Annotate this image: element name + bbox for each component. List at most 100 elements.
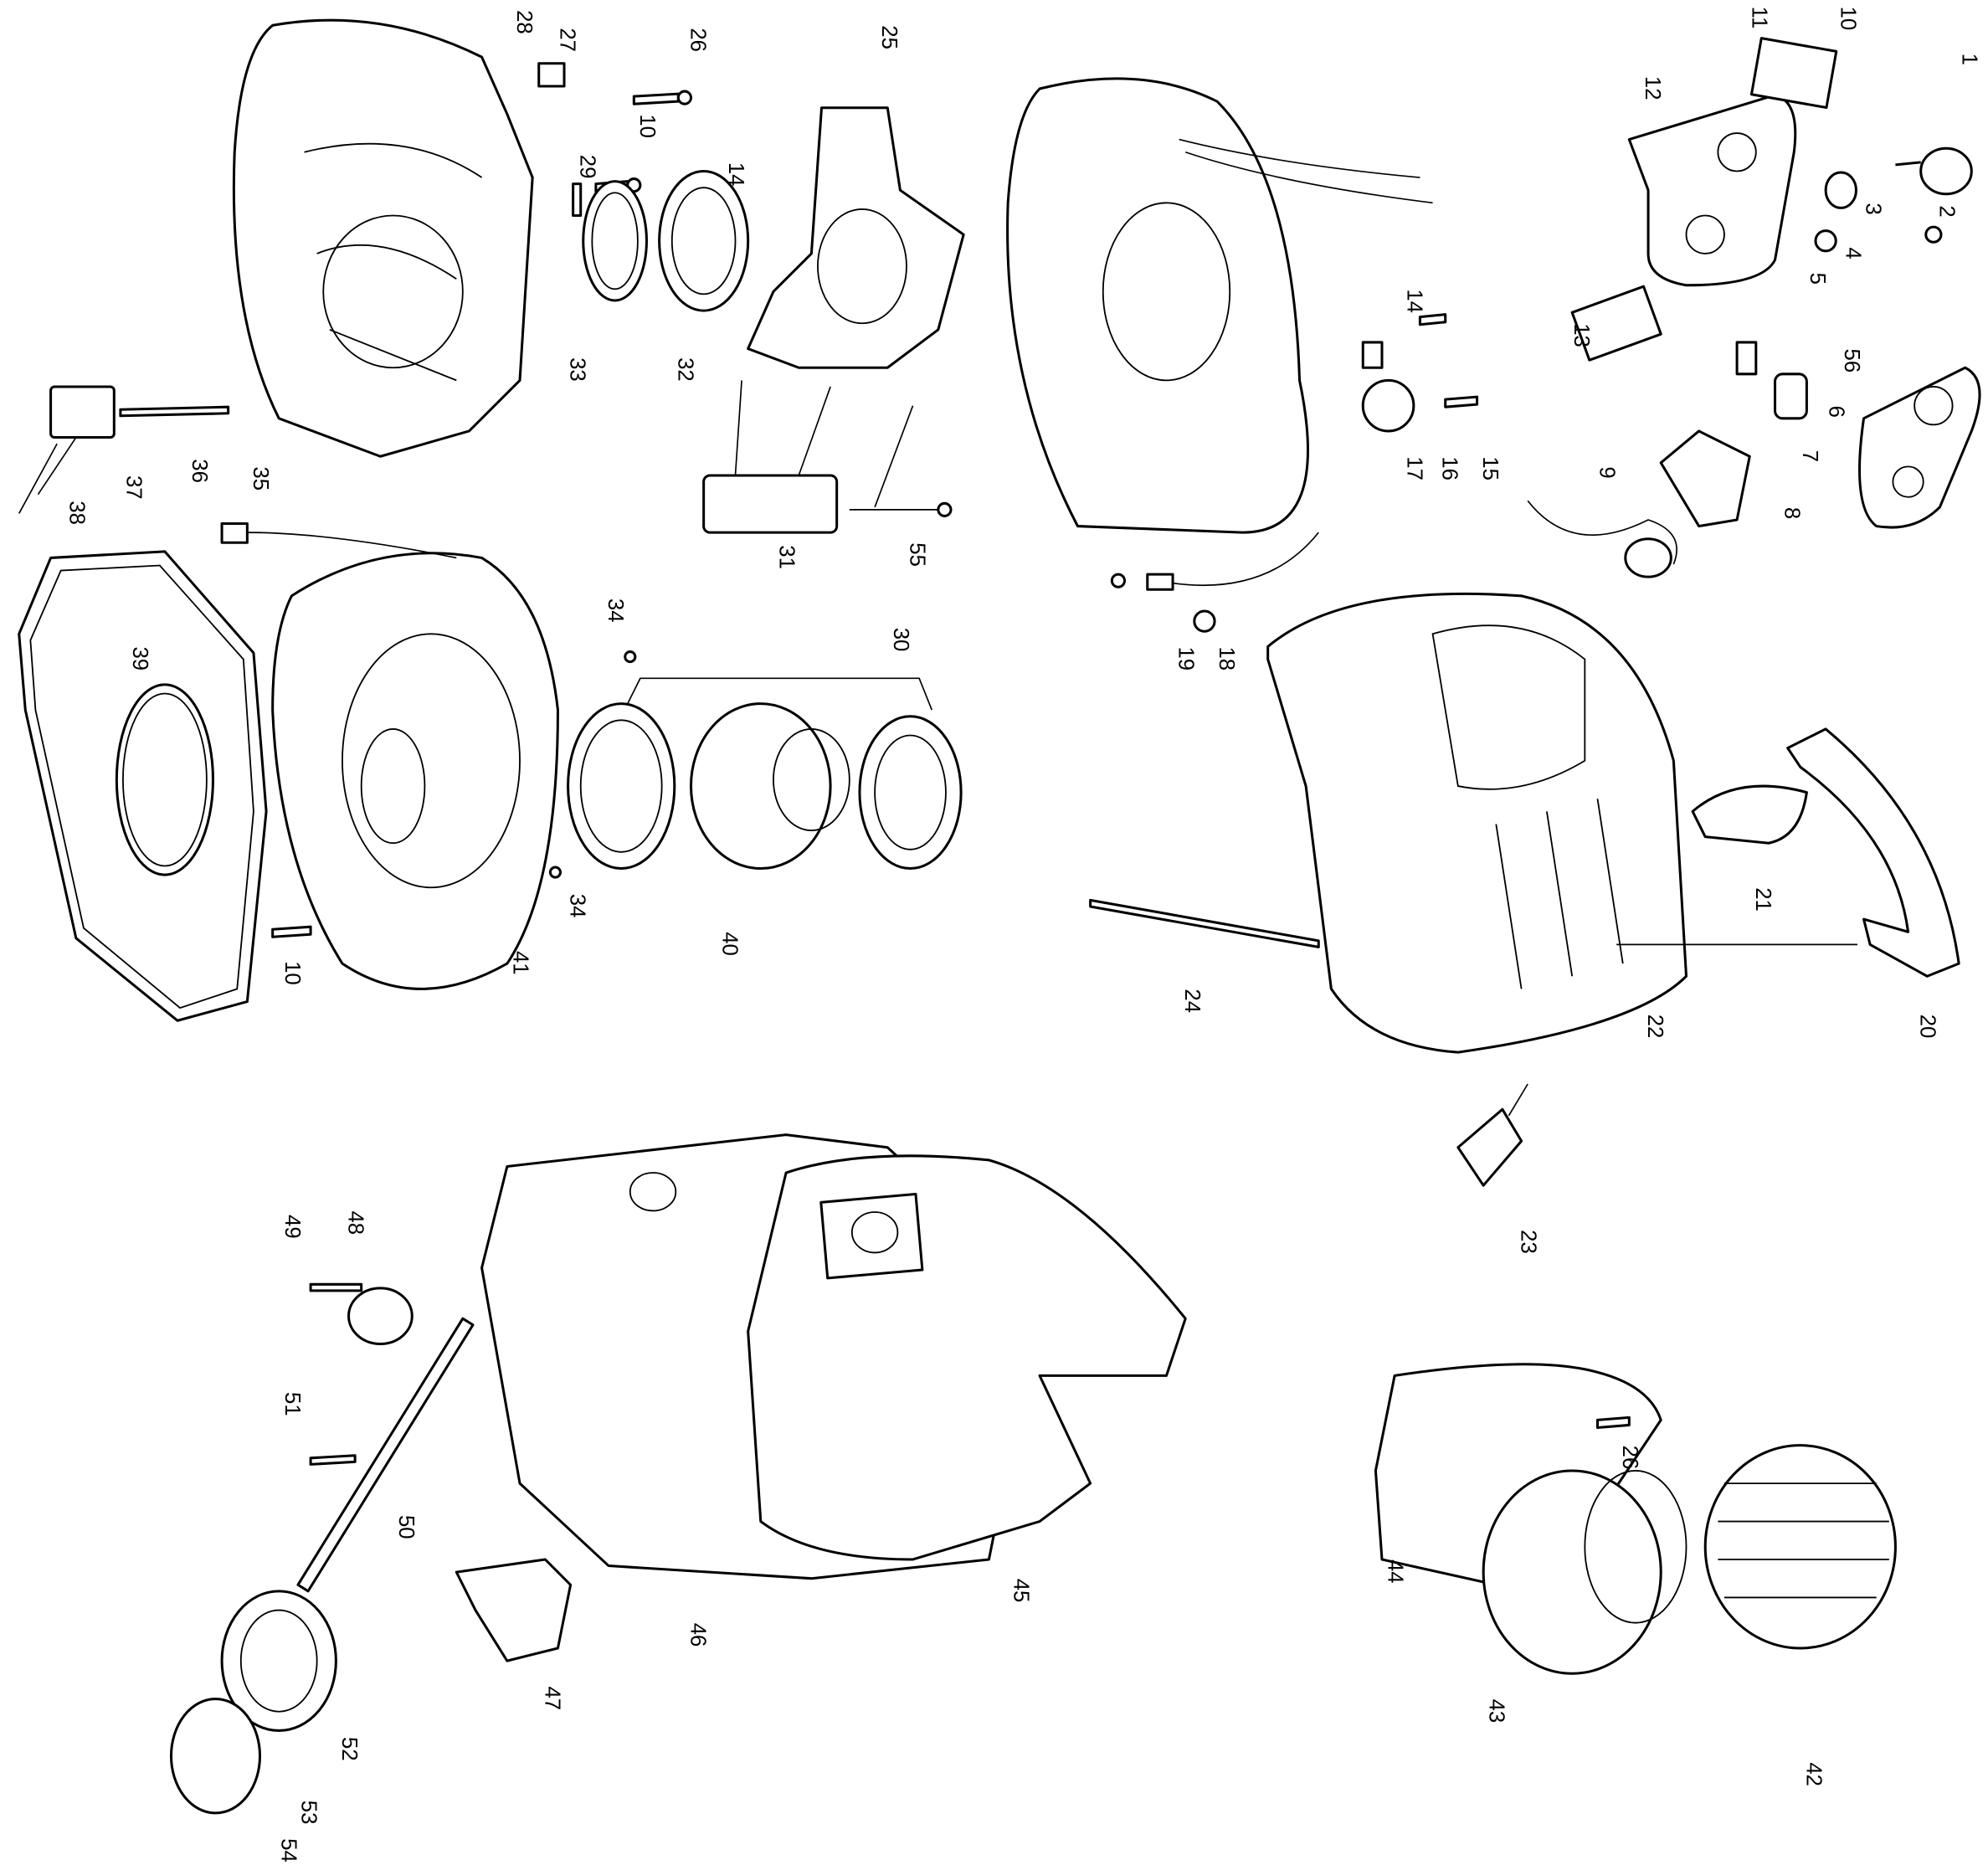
label-11: 11 (1747, 7, 1770, 29)
label-14-b: 14 (724, 162, 747, 187)
label-4: 4 (1841, 247, 1864, 259)
label-9: 9 (1595, 466, 1619, 478)
label-25: 25 (877, 25, 901, 49)
label-33: 33 (566, 357, 589, 382)
tag-29 (572, 182, 583, 217)
label-34-b: 34 (566, 894, 589, 918)
label-49: 49 (280, 1215, 304, 1239)
latch-21 (1691, 784, 1808, 845)
switch-box-37 (18, 385, 116, 514)
bracket-8 (1659, 429, 1751, 528)
label-5: 5 (1806, 273, 1829, 285)
label-17: 17 (1402, 456, 1426, 480)
screw-14-15 (1418, 313, 1479, 408)
washer-4-2 (1814, 225, 1943, 253)
filter-42 (1703, 1444, 1897, 1650)
label-55: 55 (906, 542, 929, 567)
cover-11 (1749, 37, 1838, 110)
part-labels: 1 2 3 4 5 6 7 8 9 10 11 12 13 14 15 16 1… (64, 7, 1980, 1862)
label-10-c: 10 (280, 961, 304, 985)
label-37: 37 (121, 475, 145, 500)
label-40: 40 (717, 932, 741, 956)
label-14-a: 14 (1402, 289, 1426, 313)
label-13: 13 (1569, 323, 1593, 347)
label-26-a: 26 (686, 28, 709, 52)
label-44: 44 (1384, 1559, 1407, 1584)
leader-30 (627, 677, 933, 711)
label-12: 12 (1641, 76, 1664, 100)
screw-26-top (632, 90, 693, 105)
label-30: 30 (889, 628, 912, 652)
label-39: 39 (128, 646, 152, 670)
label-56: 56 (1840, 349, 1863, 373)
label-32: 32 (673, 357, 696, 382)
label-15: 15 (1478, 456, 1502, 480)
label-48: 48 (344, 1210, 367, 1235)
label-34-a: 34 (604, 599, 627, 623)
label-19: 19 (1174, 646, 1198, 670)
label-46: 46 (686, 1623, 709, 1647)
label-24: 24 (1180, 989, 1204, 1013)
label-21: 21 (1751, 887, 1775, 912)
fan-cover-25 (747, 106, 965, 369)
screw-36 (119, 405, 230, 418)
label-54: 54 (276, 1838, 300, 1862)
clip-47 (455, 1558, 573, 1662)
handle-20 (1786, 727, 1960, 978)
filter-cage-44 (1374, 1363, 1662, 1586)
label-26-b: 26 (1618, 1446, 1641, 1470)
label-3: 3 (1862, 203, 1885, 214)
filter-holder-43 (1482, 1469, 1687, 1675)
ring-30-left (567, 702, 676, 871)
label-35: 35 (249, 466, 272, 491)
label-27: 27 (555, 28, 578, 52)
plug-23 (1456, 1083, 1528, 1187)
label-10-a: 10 (1836, 7, 1859, 31)
label-53: 53 (296, 1801, 320, 1825)
label-8: 8 (1780, 507, 1804, 519)
rod-24 (1089, 898, 1320, 948)
seal-39 (115, 683, 214, 876)
wheel-52 (220, 1590, 337, 1732)
label-45: 45 (1009, 1579, 1033, 1603)
label-50: 50 (394, 1515, 418, 1539)
connector-35 (220, 522, 457, 559)
cover-22 (1266, 592, 1688, 1054)
switch-13 (1570, 285, 1662, 362)
knob-1 (1895, 146, 1973, 196)
label-7: 7 (1798, 450, 1821, 462)
label-1: 1 (1958, 54, 1981, 65)
label-42: 42 (1801, 1762, 1825, 1786)
bag-45 (747, 1154, 1187, 1561)
label-38: 38 (64, 501, 88, 525)
label-20: 20 (1916, 1015, 1939, 1039)
clamp-17-16 (1361, 341, 1415, 433)
label-36: 36 (187, 459, 211, 483)
caster-48 (309, 1282, 414, 1346)
cap-54 (169, 1698, 262, 1815)
label-16: 16 (1438, 456, 1461, 480)
label-31: 31 (775, 545, 799, 569)
label-51: 51 (280, 1392, 304, 1416)
ring-30-right (858, 715, 963, 871)
fan-housing-41 (271, 552, 559, 990)
screw-51 (309, 1454, 357, 1466)
oring-34 (548, 650, 637, 879)
sensor-19-18 (1110, 532, 1319, 633)
screw-10-left (271, 925, 312, 938)
label-43: 43 (1485, 1699, 1508, 1724)
label-10-b: 10 (635, 114, 659, 138)
housing-main (1006, 77, 1433, 534)
label-22: 22 (1643, 1015, 1667, 1039)
label-52: 52 (337, 1737, 361, 1761)
screw-26-bottom (1595, 1415, 1631, 1429)
label-23: 23 (1517, 1230, 1540, 1254)
label-47: 47 (540, 1686, 563, 1710)
motor-housing-upper (232, 18, 534, 458)
ring-33 (582, 180, 648, 302)
valve-6-7 (1735, 341, 1808, 420)
label-29: 29 (576, 155, 599, 179)
cap-3 (1824, 171, 1857, 209)
label-6: 6 (1825, 406, 1848, 418)
